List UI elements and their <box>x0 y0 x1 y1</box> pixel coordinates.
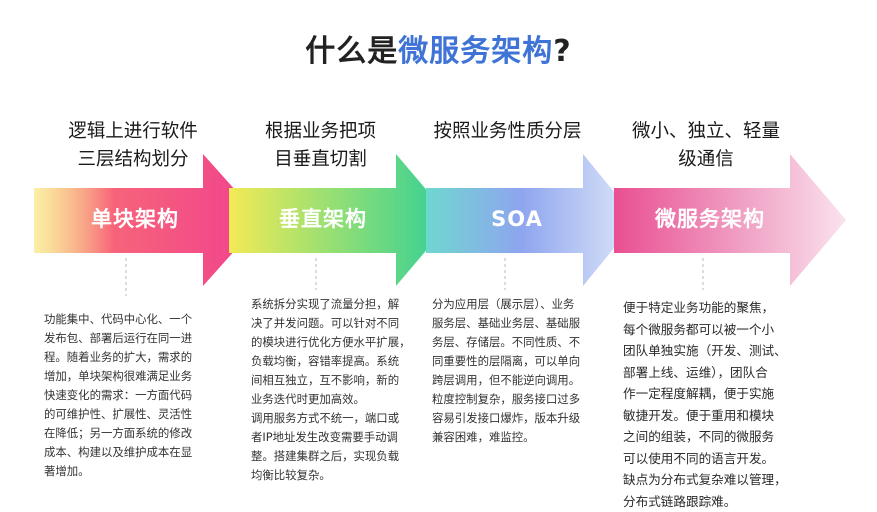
desc-line: 间相互独立，互不影响，新的 <box>251 371 423 390</box>
desc-line: 敏捷开发。便于重用和模块 <box>623 405 823 427</box>
desc-line: 粒度控制复杂，服务接口过多 <box>432 390 604 409</box>
desc-line: 均衡比较复杂。 <box>251 466 423 485</box>
desc-line: 成本、构建以及维护成本在显 <box>44 443 216 462</box>
desc-line: 业务迭代时更加高效。 <box>251 390 423 409</box>
desc-line: 著增加。 <box>44 462 216 481</box>
stage-desc-microservice: 便于特定业务功能的聚焦， 每个微服务都可以被一个小 团队单独实施（开发、测试、 … <box>623 297 823 512</box>
stage-desc-monolith: 功能集中、代码中心化、一个 发布包、部署后运行在同一进 程。随着业务的扩大，需求… <box>44 310 216 481</box>
desc-line: 作一定程度解耦，便于实施 <box>623 383 823 405</box>
stage-label-monolith: 单块架构 <box>60 201 210 237</box>
desc-line: 增加，单块架构很难满足业务 <box>44 367 216 386</box>
desc-line: 的模块进行优化方便水平扩展， <box>251 333 423 352</box>
desc-line: 者IP地址发生改变需要手动调 <box>251 428 423 447</box>
desc-line: 分为应用层（展示层）、业务 <box>432 295 604 314</box>
desc-line: 同重要性的层隔离，可以单向 <box>432 352 604 371</box>
desc-line: 之间的组装，不同的微服务 <box>623 426 823 448</box>
desc-line: 可以使用不同的语言开发。 <box>623 448 823 470</box>
desc-line: 的可维护性、扩展性、灵活性 <box>44 405 216 424</box>
desc-line: 团队单独实施（开发、测试、 <box>623 340 823 362</box>
desc-line: 分布式链路跟踪难。 <box>623 491 823 512</box>
desc-line: 跨层调用，但不能逆向调用。 <box>432 371 604 390</box>
stage-label-vertical: 垂直架构 <box>253 201 393 237</box>
desc-line: 发布包、部署后运行在同一进 <box>44 329 216 348</box>
desc-line: 调用服务方式不统一，端口或 <box>251 409 423 428</box>
desc-line: 容易引发接口爆炸，版本升级 <box>432 409 604 428</box>
desc-line: 每个微服务都可以被一个小 <box>623 319 823 341</box>
desc-line: 在降低；另一方面系统的修改 <box>44 424 216 443</box>
desc-line: 兼容困难，难监控。 <box>432 428 604 447</box>
desc-line: 部署上线、运维），团队合 <box>623 362 823 384</box>
desc-line: 负载均衡，容错率提高。系统 <box>251 352 423 371</box>
stage-desc-vertical: 系统拆分实现了流量分担，解 决了并发问题。可以针对不同 的模块进行优化方便水平扩… <box>251 295 423 485</box>
desc-line: 程。随着业务的扩大，需求的 <box>44 348 216 367</box>
desc-line: 务层、存储层。不同性质、不 <box>432 333 604 352</box>
desc-line: 快速变化的需求：一方面代码 <box>44 386 216 405</box>
desc-line: 服务层、基础业务层、基础服 <box>432 314 604 333</box>
desc-line: 整。搭建集群之后，实现负载 <box>251 447 423 466</box>
desc-line: 系统拆分实现了流量分担，解 <box>251 295 423 314</box>
desc-line: 缺点为分布式复杂难以管理， <box>623 469 823 491</box>
desc-line: 功能集中、代码中心化、一个 <box>44 310 216 329</box>
stage-label-microservice: 微服务架构 <box>630 201 790 237</box>
desc-line: 便于特定业务功能的聚焦， <box>623 297 823 319</box>
stage-desc-soa: 分为应用层（展示层）、业务 服务层、基础业务层、基础服 务层、存储层。不同性质、… <box>432 295 604 447</box>
desc-line: 决了并发问题。可以针对不同 <box>251 314 423 333</box>
stage-label-soa: SOA <box>447 201 587 237</box>
